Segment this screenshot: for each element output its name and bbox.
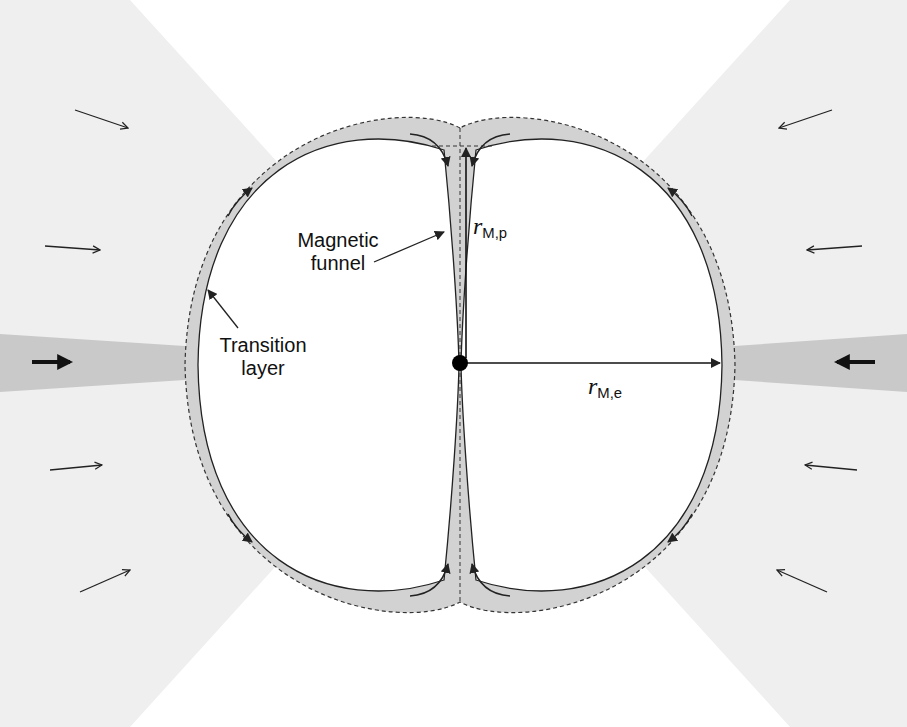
accretion-disk	[0, 334, 200, 392]
flow-arrows	[228, 134, 692, 596]
star	[452, 355, 468, 371]
inflow-region	[460, 0, 907, 727]
transition-layer	[185, 117, 735, 612]
equatorial-radius-label: rM,e	[588, 372, 622, 403]
magnetosphere-lobe	[461, 139, 722, 591]
funnel-label: Magnetic funnel	[288, 229, 388, 275]
disk-inflow-arrows	[32, 360, 875, 364]
inflow-region	[0, 0, 460, 727]
leader-line	[208, 290, 238, 328]
magnetosphere-lobe	[198, 139, 459, 591]
transition-layer-label: Transition layer	[208, 334, 318, 380]
polar-radius-arrow	[465, 148, 467, 358]
leader-line	[374, 232, 444, 262]
polar-radius-label: rM,p	[473, 212, 507, 243]
funnel-top-line	[432, 146, 494, 147]
equatorial-radius-arrow	[466, 362, 720, 364]
accretion-disk	[720, 334, 907, 392]
inflow-arrows	[45, 110, 862, 592]
